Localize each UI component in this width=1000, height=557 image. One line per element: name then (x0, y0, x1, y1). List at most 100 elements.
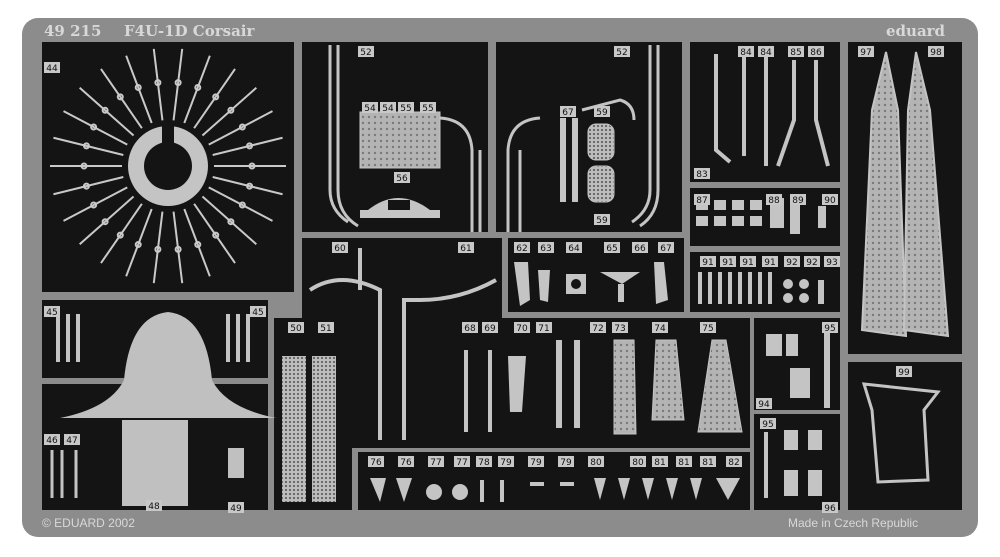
part-number-94: 94 (756, 398, 772, 410)
part-number-text: 83 (696, 170, 707, 180)
parts-45 (56, 314, 250, 362)
copyright-note: © EDUARD 2002 (42, 516, 135, 530)
part-number-text: 99 (898, 368, 910, 378)
part-number-text: 91 (764, 258, 775, 268)
cowl-flap-hinge (90, 123, 98, 131)
part-number-text: 47 (66, 436, 77, 446)
part-number-73: 73 (612, 322, 628, 334)
part-number-98: 98 (928, 46, 944, 58)
cowl-flap-hinge (194, 83, 202, 91)
part-number-text: 60 (334, 244, 346, 254)
part-number-77a: 77 (428, 456, 444, 468)
part-number-text: 91 (742, 258, 753, 268)
cowl-flap-hinge (154, 79, 162, 87)
part-number-text: 54 (382, 104, 394, 114)
opening-99 (848, 362, 962, 510)
part-number-64: 64 (566, 242, 582, 254)
cowl-flap-hinge (246, 182, 254, 190)
parts-84-86 (714, 54, 830, 167)
part-number-text: 50 (290, 324, 302, 334)
parts-50-51 (282, 356, 336, 502)
part-number-63: 63 (538, 242, 554, 254)
part-number-61: 61 (458, 242, 474, 254)
part-number-52a: 52 (358, 46, 374, 58)
part-number-text: 87 (696, 196, 707, 206)
part-number-text: 95 (824, 324, 835, 334)
part-number-text: 76 (400, 458, 412, 468)
part-number-91b: 91 (720, 256, 736, 268)
cowl-flap-hinge (82, 142, 90, 150)
part-number-76a: 76 (368, 456, 384, 468)
part-number-79a: 79 (498, 456, 514, 468)
parts-46-47 (50, 450, 78, 498)
part-number-text: 67 (562, 108, 573, 118)
part-number-text: 73 (614, 324, 625, 334)
part-number-82: 82 (726, 456, 742, 468)
part-number-text: 67 (660, 244, 671, 254)
part-number-text: 86 (810, 48, 822, 58)
part-number-91a: 91 (700, 256, 716, 268)
part-number-91d: 91 (762, 256, 778, 268)
part-number-text: 81 (702, 458, 713, 468)
part-number-text: 55 (422, 104, 433, 114)
part-number-text: 52 (616, 48, 627, 58)
cowl-flap-hinge (227, 106, 235, 114)
part-number-45b: 45 (250, 306, 266, 318)
part-number-text: 79 (530, 458, 542, 468)
part-number-95b: 95 (760, 418, 776, 430)
parts-68-75 (464, 339, 743, 435)
part-number-text: 96 (824, 504, 836, 514)
part-number-text: 65 (606, 244, 617, 254)
cowl-flap-hinge (82, 182, 90, 190)
part-number-text: 52 (360, 48, 371, 58)
part-number-79c: 79 (558, 456, 574, 468)
part-number-text: 55 (400, 104, 411, 114)
parts-59-67 (560, 118, 615, 203)
part-number-90: 90 (822, 194, 838, 206)
part-number-text: 51 (320, 324, 331, 334)
part-number-60: 60 (332, 242, 348, 254)
fret-title: F4U-1D Corsair (124, 22, 256, 40)
instrument-panel (60, 312, 276, 506)
cowl-flap-hinge (194, 241, 202, 249)
part-number-96: 96 (822, 502, 838, 514)
part-number-79b: 79 (528, 456, 544, 468)
cowl-center (128, 124, 208, 206)
part-number-text: 70 (516, 324, 528, 334)
part-number-text: 54 (364, 104, 376, 114)
part-number-54b: 54 (380, 102, 396, 114)
part-number-text: 84 (740, 48, 752, 58)
part-number-text: 90 (824, 196, 836, 206)
part-number-text: 76 (370, 458, 382, 468)
part-number-text: 49 (230, 504, 242, 514)
part-number-text: 77 (430, 458, 441, 468)
part-99 (861, 382, 941, 484)
cowl-flap-hinge (227, 218, 235, 226)
parts-97-98 (860, 51, 950, 338)
part-number-91c: 91 (740, 256, 756, 268)
part-number-text: 74 (654, 324, 666, 334)
part-number-59b: 59 (594, 214, 610, 226)
part-number-text: 88 (768, 196, 780, 206)
cowl-flap-hinge (116, 93, 124, 101)
part-number-48: 48 (146, 500, 162, 512)
part-number-59a: 59 (594, 106, 610, 118)
cowl-flap-hinge (134, 241, 142, 249)
part-number-text: 64 (568, 244, 580, 254)
part-number-77b: 77 (454, 456, 470, 468)
cowl-flap-hinge (174, 245, 182, 253)
part-number-text: 72 (592, 324, 603, 334)
set-number: 49 215 (44, 22, 101, 40)
part-number-54a: 54 (362, 102, 378, 114)
part-number-text: 59 (596, 108, 608, 118)
cowl-flap-hinge (238, 123, 246, 131)
part-number-99: 99 (896, 366, 912, 378)
cowl-flap-hinge (212, 231, 220, 239)
part-number-92b: 92 (804, 256, 820, 268)
part-number-text: 62 (516, 244, 527, 254)
part-number-89: 89 (790, 194, 806, 206)
cowl-flap-hinge (154, 245, 162, 253)
part-number-text: 44 (46, 64, 58, 74)
brand-mark: eduard (886, 22, 946, 40)
parts-91-93 (698, 272, 824, 304)
